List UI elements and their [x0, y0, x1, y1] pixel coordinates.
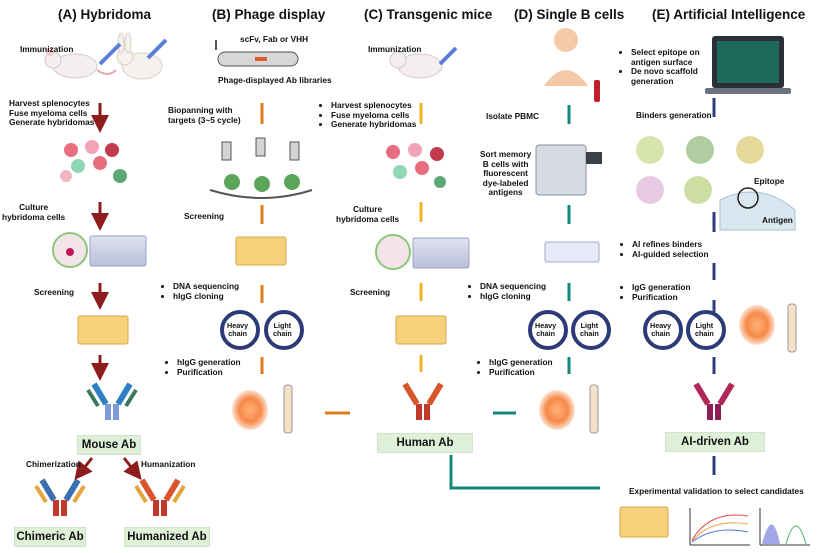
transgenic-screening-label: Screening — [350, 287, 391, 297]
phage-chain-rings — [220, 310, 304, 350]
transgenic-immunization-label: Immunization — [368, 44, 422, 54]
transgenic-screening-plate — [395, 315, 447, 345]
ai-bioreactor-icon — [739, 303, 797, 353]
transgenic-cells — [386, 143, 446, 188]
transgenic-culture-label: Culture hybridoma cells — [336, 204, 400, 224]
bcell-flow-arrows — [449, 105, 600, 490]
hybridoma-immunization-label: Immunization — [20, 44, 74, 54]
validation-label: Experimental validation to select candid… — [629, 486, 804, 496]
ai-select-steps: Select epitope on antigen surface De nov… — [622, 47, 713, 86]
screening-plate — [77, 315, 129, 345]
rabbit-icon — [116, 32, 163, 80]
chimerization-label: Chimerization — [26, 459, 81, 469]
validation-panels — [619, 506, 810, 546]
ai-chain-rings — [643, 310, 726, 350]
hybridoma-flow-arrows — [74, 103, 142, 481]
laptop-icon — [705, 36, 791, 94]
flow-cytometer-icon — [535, 144, 602, 196]
sort-bcells-label: Sort memory B cells with fluorescent dye… — [480, 149, 532, 198]
hybridoma-steps: Harvest splenocytes Fuse myeloma cells G… — [0, 98, 94, 128]
column-title-bcell: (D) Single B cells — [514, 7, 625, 22]
isolate-pbmc-label: Isolate PBMC — [486, 111, 540, 121]
humanized-ab-box: Humanized Ab — [124, 527, 210, 547]
mouse-antibody-icon — [86, 382, 138, 420]
transgenic-culture — [375, 234, 470, 270]
bcell-plate — [544, 241, 600, 263]
mouse-ab-box: Mouse Ab — [77, 435, 141, 455]
phage-screening-plate — [235, 236, 287, 266]
humanization-label: Humanization — [141, 459, 196, 469]
column-title-hybridoma: (A) Hybridoma — [58, 7, 152, 22]
phage-library-icon — [215, 40, 299, 67]
phage-formats-label: scFv, Fab or VHH — [240, 34, 309, 44]
phage-screening-label: Screening — [184, 211, 225, 221]
ai-driven-ab-box: AI-driven Ab — [665, 432, 765, 452]
phage-library-label: Phage-displayed Ab libraries — [218, 75, 332, 85]
ai-refine-steps: AI refines binders AI-guided selection — [623, 239, 709, 259]
transgenic-mouse-icon — [389, 46, 458, 79]
hybridoma-screening-label: Screening — [34, 287, 75, 297]
bcell-bioreactor-icon — [539, 384, 599, 434]
bcell-seq-steps: DNA sequencing hIgG cloning — [471, 281, 546, 301]
phage-gen-steps: hIgG generation Purification — [168, 357, 241, 377]
antigen-label: Antigen — [762, 215, 793, 225]
humanized-antibody-icon — [134, 478, 186, 516]
human-ab-box: Human Ab — [377, 433, 473, 453]
column-title-phage: (B) Phage display — [212, 7, 326, 22]
chimeric-ab-box: Chimeric Ab — [14, 527, 86, 547]
phage-seq-steps: DNA sequencing hIgG cloning — [164, 281, 239, 301]
phage-flow-arrows — [260, 103, 350, 415]
transgenic-steps: Harvest splenocytes Fuse myeloma cells G… — [322, 100, 416, 130]
biopanning-label: Biopanning with targets (3~5 cycle) — [168, 105, 241, 125]
biopanning-icon — [209, 137, 313, 199]
syringe-icon — [98, 38, 168, 66]
human-antibody-icon — [402, 382, 444, 420]
bcell-gen-steps: hIgG generation Purification — [480, 357, 553, 377]
human-donor-icon — [544, 28, 600, 102]
bcell-light-chain-label: Light chain — [580, 321, 599, 338]
mouse-icon — [44, 48, 117, 79]
phage-light-chain-label: Light chain — [273, 321, 292, 338]
epitope-label: Epitope — [754, 176, 785, 186]
bcell-heavy-chain-label: Heavy chain — [535, 321, 557, 338]
ai-antibody-icon — [693, 382, 735, 420]
hybridoma-cells — [60, 140, 127, 183]
column-title-ai: (E) Artificial Intelligence — [652, 7, 806, 22]
hybridoma-culture-label: Culture hybridoma cells — [2, 202, 66, 222]
culture-dish-and-plate — [52, 232, 147, 268]
phage-heavy-chain-label: Heavy chain — [227, 321, 249, 338]
chimeric-antibody-icon — [34, 478, 86, 516]
phage-bioreactor-icon — [232, 384, 293, 434]
protein-binders — [636, 136, 796, 231]
ai-heavy-chain-label: Heavy chain — [650, 321, 672, 338]
bcell-chain-rings — [528, 310, 611, 350]
ai-light-chain-label: Light chain — [695, 321, 714, 338]
column-title-transgenic: (C) Transgenic mice — [364, 7, 493, 22]
ai-gen-steps: IgG generation Purification — [623, 282, 691, 302]
binders-generation-label: Binders generation — [636, 110, 712, 120]
